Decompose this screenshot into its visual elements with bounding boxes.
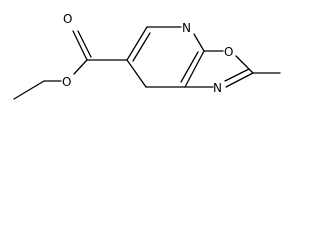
bond-carbonyl-double-1 (72, 30, 88, 61)
bond-c2-n-double-1 (225, 72, 254, 88)
atom-label-ester-oxygen: O (62, 75, 71, 89)
bond-ring-n-c7a (193, 33, 205, 52)
bond-ring-c4-c6 (126, 59, 147, 88)
molecule-structure: O O N O N (13, 12, 281, 100)
bonds (13, 26, 281, 100)
bond-ring-c7a-c3a-inner (180, 51, 199, 83)
bond-ring-c7a-c3a (184, 50, 205, 88)
bond-ch3-ch2 (13, 80, 45, 100)
atom-label-carbonyl-oxygen: O (63, 12, 72, 26)
bond-c2-n-double-2 (224, 68, 250, 82)
atom-label-pyridine-nitrogen: N (182, 21, 191, 35)
bond-ring-c6-c5-inner (132, 32, 151, 62)
atom-labels: O O N O N (62, 12, 233, 95)
bond-o-c2 (235, 55, 254, 74)
bond-o-carbonyl-carbon (73, 59, 88, 75)
bond-ring-c6-c5 (126, 26, 148, 61)
atom-label-oxazole-nitrogen: N (213, 81, 222, 95)
atom-label-oxazole-oxygen: O (224, 45, 233, 59)
bond-carbonyl-double-2 (77, 30, 92, 58)
